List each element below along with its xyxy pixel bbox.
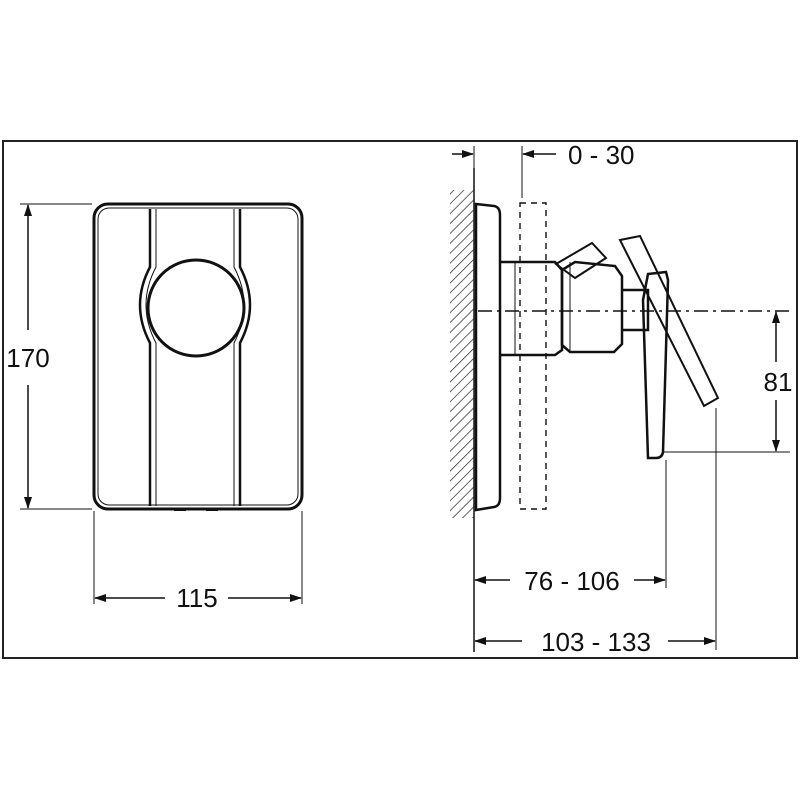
depth-short-dimension-label: 76 - 106 (524, 566, 619, 596)
right-groove (238, 209, 252, 506)
front-view: 170 115 (6, 202, 304, 613)
depth-long-dimension-label: 103 - 133 (541, 627, 651, 657)
cover-plate-outline (92, 202, 304, 511)
lever-handle (641, 270, 670, 460)
height-dimension-label: 170 (6, 343, 49, 373)
wall-gap-dimension-label: 0 - 30 (568, 140, 635, 170)
cover-plate-profile (474, 202, 502, 512)
drawing-frame (2, 140, 798, 659)
left-groove (138, 209, 152, 506)
knob-body (560, 260, 624, 354)
left-groove-inner (145, 209, 157, 506)
lever-open-position (554, 241, 608, 280)
valve-body (500, 260, 564, 357)
cover-plate-inner-outline (97, 207, 299, 506)
handle-height-dimension-label: 81 (764, 367, 793, 397)
wall-hatching (450, 190, 474, 518)
width-dimension-label: 115 (176, 583, 217, 613)
side-view: 0 - 30 81 76 - 106 103 - 133 (450, 140, 792, 657)
lever-stem (622, 288, 650, 332)
control-knob (146, 258, 246, 358)
lever-tilted (618, 234, 720, 408)
